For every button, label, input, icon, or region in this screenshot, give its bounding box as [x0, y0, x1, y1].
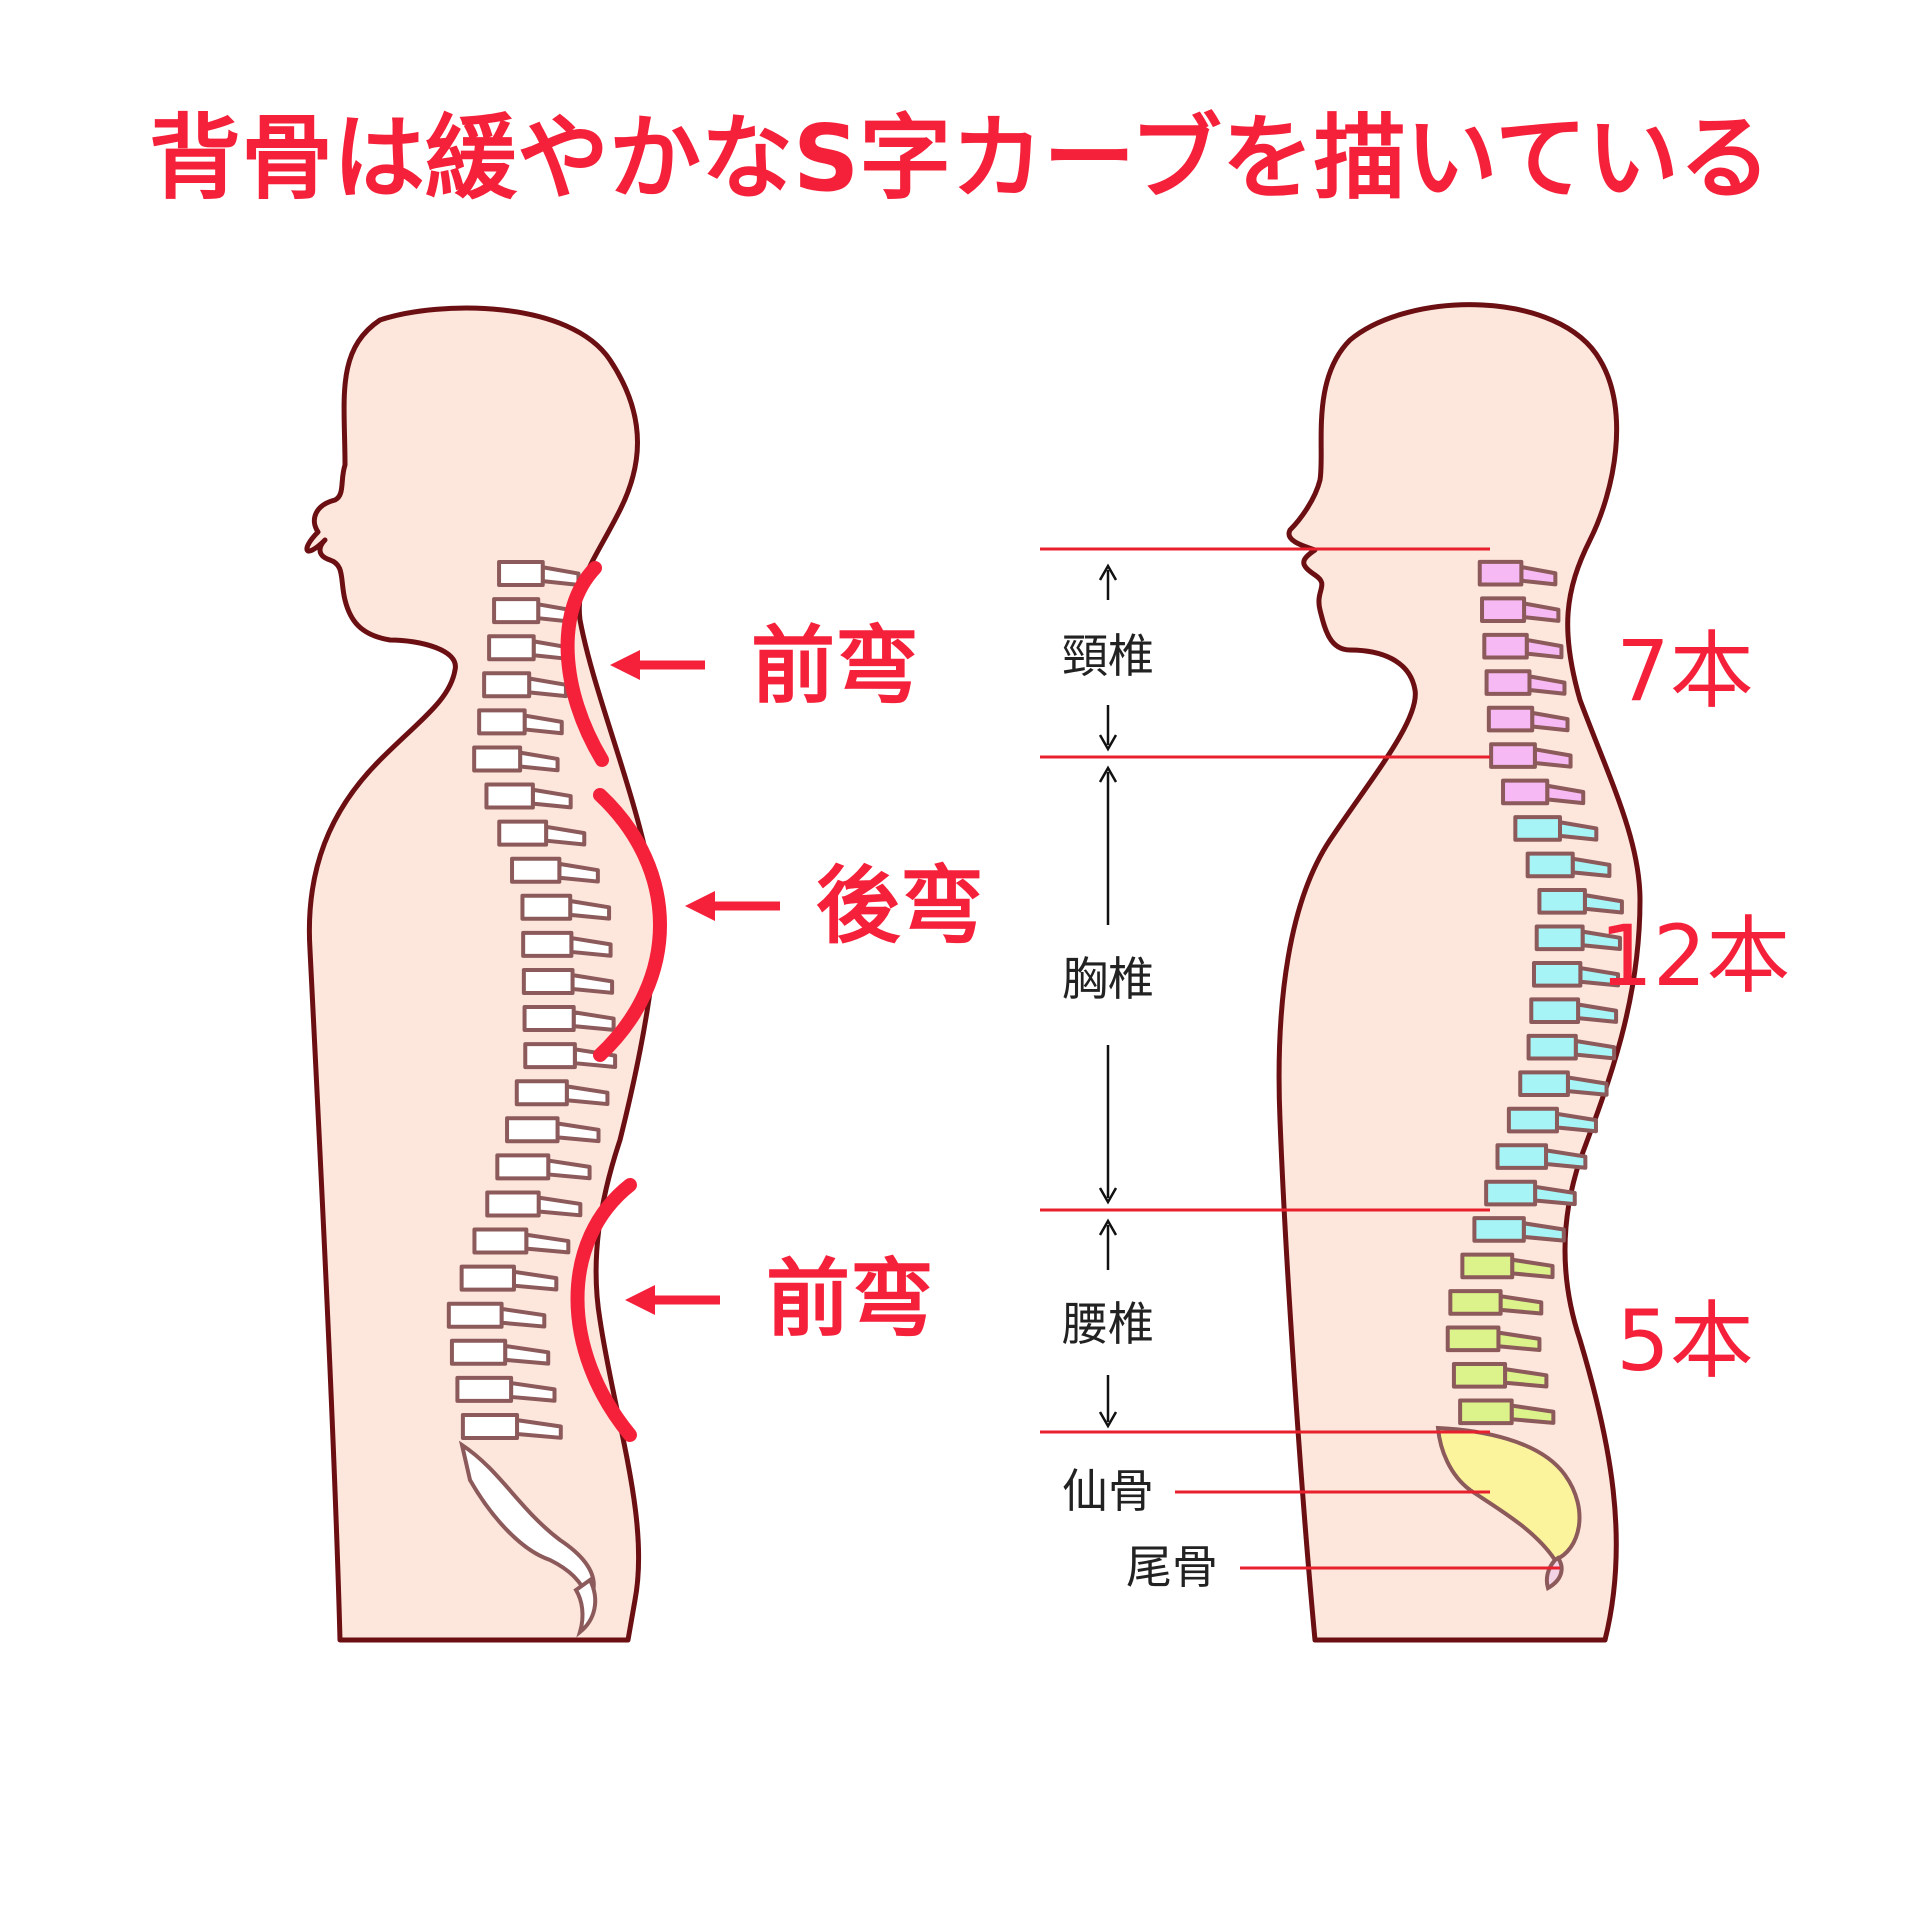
vertebra-body	[446, 1301, 504, 1329]
vertebra-body	[492, 597, 541, 625]
vertebra-body	[1484, 669, 1532, 696]
vertebra-body	[510, 856, 562, 884]
vertebra-body	[1501, 778, 1550, 806]
region-label-sacrum: 仙骨	[1062, 1464, 1154, 1518]
vertebra-body	[485, 1190, 541, 1218]
vertebra-body	[1445, 1325, 1501, 1353]
vertebra-body	[1480, 596, 1527, 623]
vertebra-body	[1460, 1252, 1515, 1280]
right-coccyx	[1544, 1555, 1564, 1591]
vertebra-body	[1482, 632, 1529, 660]
curve-arc-cervical	[560, 561, 609, 767]
range-arrow-thoracic	[1098, 765, 1118, 1205]
vertebra-body	[1529, 997, 1581, 1025]
vertebra-body	[1518, 1070, 1570, 1097]
vertebra-body	[1477, 559, 1524, 587]
vertebra-body	[520, 893, 573, 921]
left-figure: 前弯 後弯 前弯	[304, 305, 984, 1643]
vertebra-body	[1495, 1143, 1549, 1170]
vertebra-body	[1525, 851, 1575, 879]
vertebra-body	[505, 1116, 560, 1144]
curve-arrow-3	[625, 1285, 720, 1315]
vertebra-body	[1534, 924, 1585, 952]
vertebra-body	[1489, 742, 1537, 769]
vertebra-body	[449, 1338, 508, 1366]
range-arrow-lumbar	[1098, 1218, 1118, 1429]
vertebra-body	[1531, 960, 1583, 988]
curve-arrow-1	[610, 650, 705, 680]
vertebra-body	[521, 967, 575, 995]
left-coccyx	[573, 1577, 598, 1638]
vertebra-body	[1537, 888, 1587, 915]
region-label-lumbar: 腰椎	[1062, 1297, 1154, 1351]
vertebra-body	[514, 1079, 569, 1107]
vertebra-body	[487, 634, 536, 662]
vertebra-body	[477, 708, 527, 736]
vertebra-body	[1513, 815, 1562, 842]
range-arrow-cervical	[1098, 563, 1118, 752]
vertebra-body	[472, 745, 523, 773]
vertebra-body	[497, 560, 545, 588]
left-body-silhouette	[304, 305, 659, 1643]
vertebra-body	[472, 1227, 529, 1255]
vertebra-body	[1472, 1216, 1526, 1243]
region-label-thoracic: 胸椎	[1062, 952, 1154, 1006]
region-label-coccyx: 尾骨	[1126, 1540, 1218, 1594]
vertebra-body	[459, 1264, 516, 1292]
vertebra-body	[460, 1412, 520, 1440]
vertebra-body	[1448, 1289, 1503, 1316]
curve-label-thoracic: 後弯	[816, 857, 984, 955]
curve-label-cervical: 前弯	[751, 617, 919, 715]
vertebra-body	[484, 782, 535, 810]
diagram-title: 背骨は緩やかなS字カーブを描いている	[149, 105, 1771, 212]
vertebra-body	[1486, 705, 1535, 733]
vertebra-body	[523, 1042, 577, 1070]
curve-arrow-2	[685, 891, 780, 921]
vertebra-body	[495, 1153, 551, 1181]
right-spine	[1445, 559, 1624, 1426]
right-body-silhouette	[1276, 302, 1643, 1643]
curve-label-lumbar: 前弯	[766, 1250, 934, 1348]
vertebra-body	[521, 930, 574, 958]
vertebra-body	[1526, 1033, 1578, 1061]
right-figure: 頸椎 胸椎 腰椎 仙骨 尾骨 7本 12本 5本	[1040, 302, 1791, 1643]
vertebra-body	[455, 1375, 514, 1403]
vertebra-body	[1451, 1362, 1508, 1389]
right-sacrum	[1435, 1425, 1582, 1563]
vertebra-body	[482, 671, 532, 699]
curve-arc-thoracic	[593, 788, 667, 1062]
vertebra-body	[497, 819, 549, 847]
vertebra-body	[1458, 1398, 1514, 1426]
vertebra-body	[1506, 1106, 1559, 1134]
vertebra-body	[522, 1005, 576, 1033]
count-label-lumbar: 5本	[1616, 1292, 1753, 1390]
region-label-cervical: 頸椎	[1062, 629, 1154, 683]
curve-arc-lumbar	[570, 1178, 637, 1442]
count-label-thoracic: 12本	[1600, 907, 1791, 1005]
count-label-cervical: 7本	[1616, 622, 1753, 720]
vertebra-body	[1484, 1179, 1538, 1207]
